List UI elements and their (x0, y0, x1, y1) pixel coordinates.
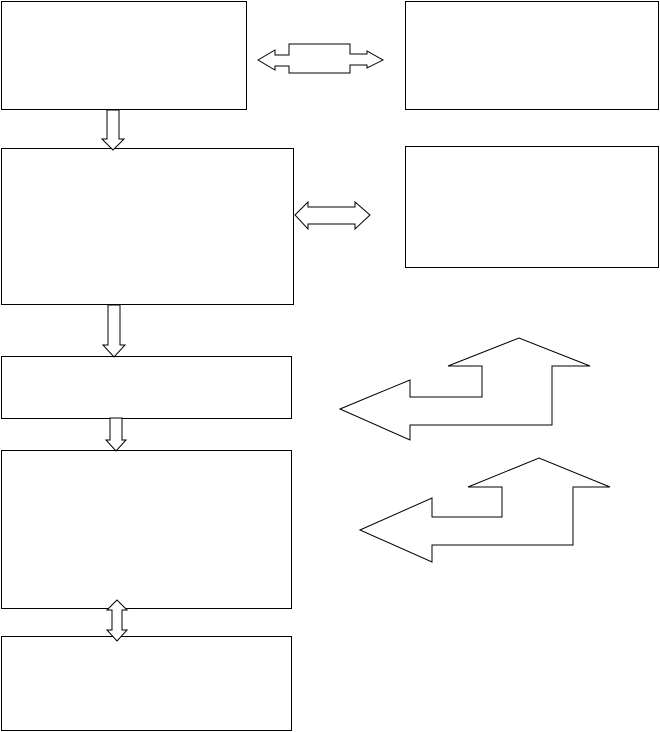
vertical-double-arrow-icon (105, 599, 129, 642)
bent-arrow-upper-icon (338, 337, 591, 441)
box-top-left (1, 1, 247, 110)
box-bottom-left (1, 636, 292, 731)
double-arrow-top-icon (257, 43, 385, 74)
box-top-right (405, 1, 659, 110)
double-arrow-middle-icon (294, 200, 371, 231)
down-arrow-2-icon (101, 304, 127, 358)
down-arrow-1-icon (100, 109, 126, 151)
bent-arrow-lower-icon (358, 457, 611, 563)
down-arrow-3-icon (104, 417, 128, 452)
box-second-right (405, 146, 659, 268)
box-second-left (1, 148, 294, 305)
box-fourth-left (1, 450, 292, 609)
box-third-left (1, 356, 292, 419)
